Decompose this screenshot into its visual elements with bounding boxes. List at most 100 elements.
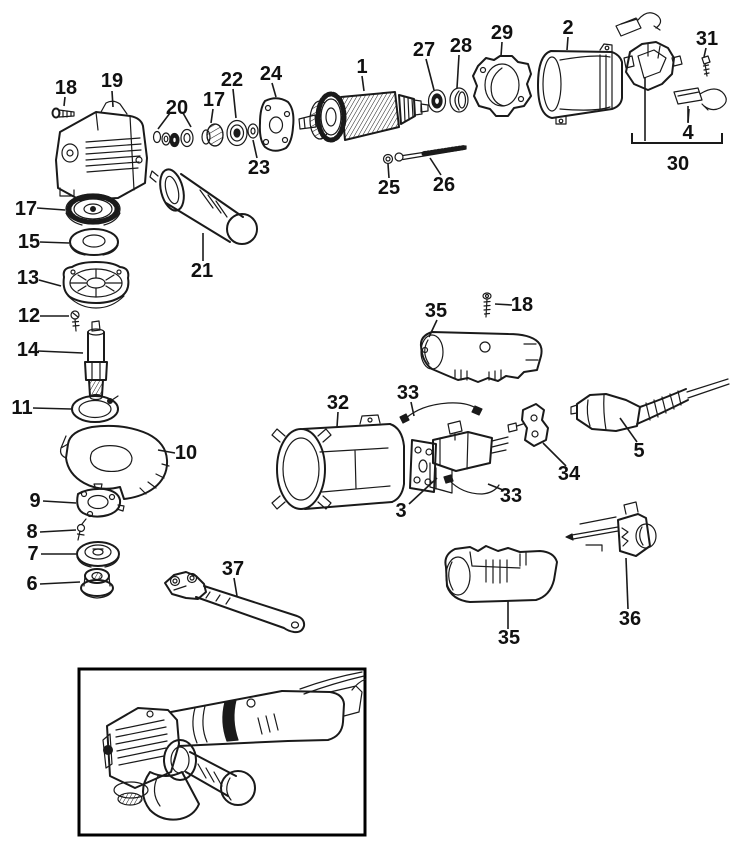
part-label-36: 36 (619, 608, 641, 630)
part-bearing-27-drawing (427, 89, 447, 113)
part-label-15: 15 (18, 231, 40, 253)
group-bracket-30 (631, 133, 723, 144)
part-label-35: 35 (425, 300, 447, 322)
part-retaining-ring-11-drawing (71, 395, 119, 423)
part-label-7: 7 (27, 543, 38, 565)
part-label-37: 37 (222, 558, 244, 580)
leader-line-29 (500, 41, 503, 57)
part-label-14: 14 (17, 339, 40, 361)
leader-line-18 (63, 96, 66, 107)
leader-line-15 (39, 241, 70, 244)
leader-line-11 (32, 407, 72, 410)
part-screw-31-drawing (701, 55, 711, 77)
part-washer-25-drawing (382, 153, 394, 165)
assembled-view-frame (77, 667, 367, 837)
group-mark-20-1 (182, 112, 192, 128)
leader-line-35 (428, 319, 438, 338)
part-flange-7-drawing (76, 541, 120, 568)
part-label-33: 33 (397, 382, 419, 404)
part-label-27: 27 (413, 39, 435, 61)
part-label-30: 30 (667, 153, 689, 175)
part-label-5: 5 (633, 440, 644, 462)
part-label-21: 21 (191, 260, 213, 282)
leader-line-31 (703, 47, 707, 58)
part-label-18: 18 (55, 77, 77, 99)
part-screw-18-middle-drawing (482, 292, 492, 318)
part-label-19: 19 (101, 70, 123, 92)
group-mark-20-0 (157, 112, 171, 130)
leader-line-23 (252, 139, 258, 159)
part-wire-33-bottom-drawing (443, 474, 500, 495)
part-bearing-plate-24-drawing (258, 97, 295, 152)
leader-line-36 (625, 557, 629, 610)
part-bevel-gear-17-drawing (65, 193, 121, 226)
leader-line-25 (387, 163, 390, 179)
part-motor-housing-32-drawing (271, 414, 437, 510)
part-clamp-plate-9-drawing (76, 483, 125, 518)
leader-line-10 (157, 449, 176, 454)
part-carbon-brush-top-drawing (615, 12, 662, 37)
leader-line-14 (37, 350, 84, 354)
part-label-8: 8 (26, 521, 37, 543)
part-wheel-guard-10-drawing (59, 424, 170, 500)
leader-line-13 (38, 279, 62, 287)
part-label-31: 31 (696, 28, 718, 50)
leader-line-24 (271, 82, 277, 98)
part-wire-33-top-drawing (399, 402, 483, 424)
leader-line-34 (542, 442, 567, 467)
part-cord-clamp-34-drawing (507, 403, 549, 447)
part-pinion-gear-17-drawing (201, 123, 224, 147)
leader-line-19 (111, 90, 114, 108)
part-switch-3-drawing (429, 420, 509, 494)
part-label-24: 24 (260, 63, 283, 85)
leader-line-33 (410, 401, 415, 417)
leader-line-18 (494, 303, 513, 306)
part-label-25: 25 (378, 177, 400, 199)
part-spindle-14-drawing (84, 320, 108, 401)
part-label-11: 11 (11, 397, 32, 419)
part-bearing-flange-13-drawing (62, 261, 130, 309)
part-label-10: 10 (175, 442, 197, 464)
part-label-2: 2 (562, 17, 573, 39)
leader-line-1 (361, 75, 365, 92)
part-label-23: 23 (248, 157, 270, 179)
part-side-handle-21-drawing (149, 168, 258, 245)
part-label-26: 26 (433, 174, 455, 196)
part-brush-holder-assembly-30-drawing (623, 41, 683, 91)
part-label-34: 34 (558, 463, 581, 485)
part-label-1: 1 (356, 56, 367, 78)
part-air-baffle-29-drawing (472, 55, 532, 117)
part-label-12: 12 (18, 305, 40, 327)
part-label-4: 4 (682, 122, 694, 144)
part-screw-26-drawing (394, 145, 467, 162)
part-cover-lower-35-drawing (444, 545, 558, 603)
part-label-32: 32 (327, 392, 349, 414)
part-washer-15-drawing (69, 228, 119, 256)
part-clamp-nut-6-drawing (80, 568, 114, 599)
part-label-6: 6 (26, 573, 37, 595)
leader-line-2 (566, 36, 569, 51)
part-label-18: 18 (511, 294, 533, 316)
leader-line-37 (233, 577, 238, 597)
leader-line-22 (232, 88, 237, 119)
part-cord-with-plug-5-drawing (570, 378, 730, 432)
leader-line-28 (456, 54, 460, 89)
part-washer-23-drawing (247, 123, 259, 139)
leader-line-9 (42, 500, 77, 504)
part-field-2-drawing (537, 43, 623, 125)
leader-line-26 (429, 157, 442, 176)
part-label-17: 17 (15, 198, 37, 220)
part-label-35: 35 (498, 627, 520, 649)
leader-line-27 (425, 58, 435, 91)
part-label-17: 17 (203, 89, 225, 111)
assembled-grinder-drawing (102, 671, 367, 821)
leader-line-6 (39, 581, 81, 585)
part-label-33: 33 (500, 485, 522, 507)
part-switch-actuator-36-drawing (565, 501, 657, 557)
part-carbon-brush-4-drawing (673, 87, 727, 111)
leader-line-8 (39, 529, 77, 533)
leader-line-17 (210, 108, 214, 124)
